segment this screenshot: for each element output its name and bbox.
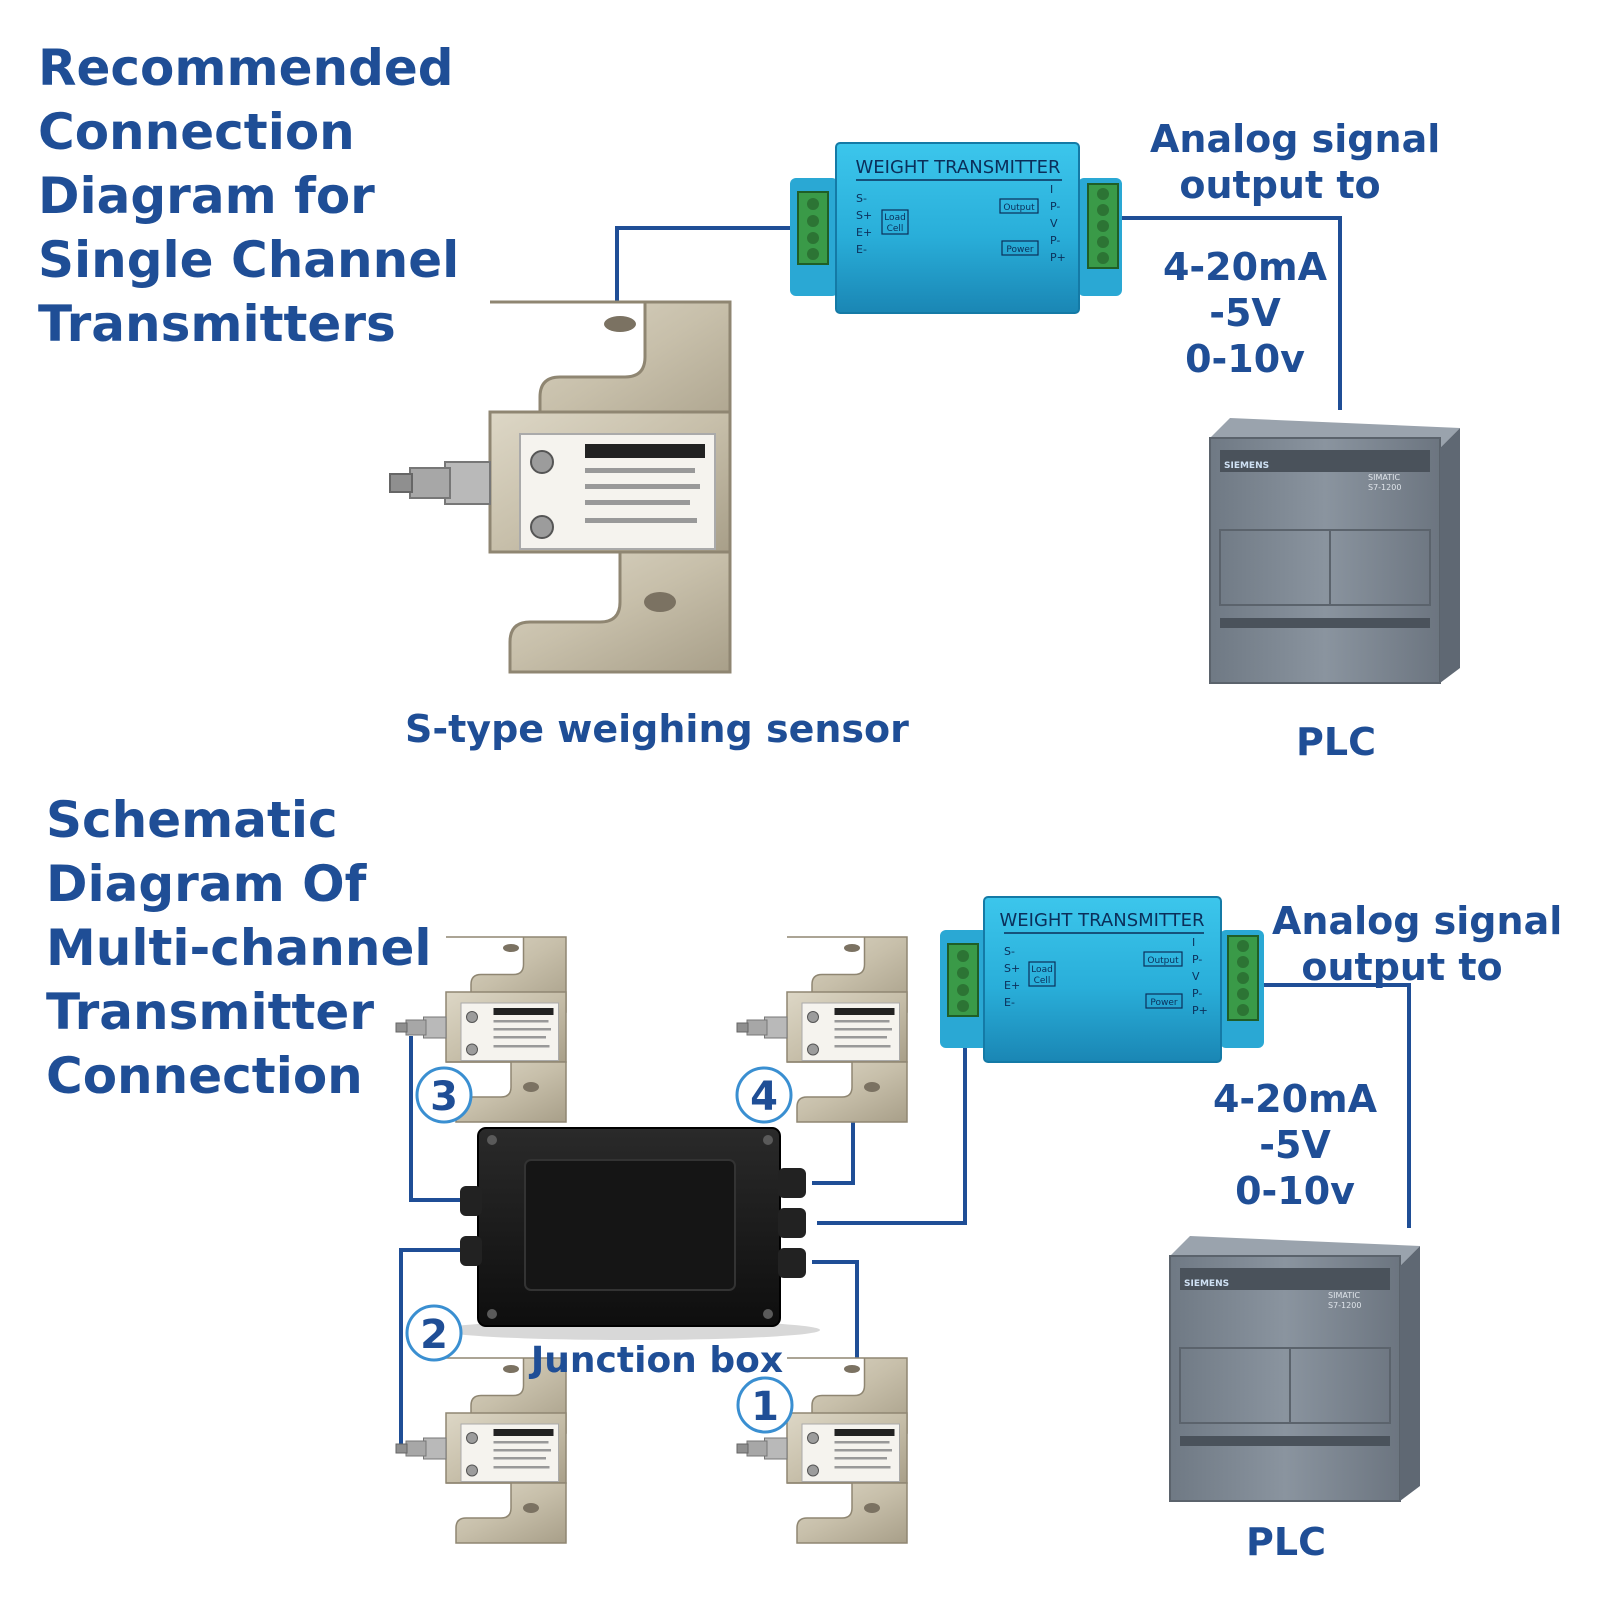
pin-label: I: [1050, 183, 1053, 196]
transmitter-title: WEIGHT TRANSMITTER: [999, 910, 1204, 931]
power-group-label: Power: [1006, 245, 1034, 255]
sensor-1-wire: [812, 1260, 859, 1358]
multi-transmitter-to-plc-wire: [1262, 983, 1411, 1228]
pin-label: E-: [856, 243, 867, 256]
multi-ranges: 4-20mA -5V 0-10v: [1210, 1076, 1380, 1214]
single-heading: Recommended Connection Diagram for Singl…: [38, 36, 459, 356]
load-cell-label: Load: [884, 213, 906, 223]
multi-heading-line: Schematic: [46, 791, 338, 849]
signal-label-line: output to: [1179, 163, 1381, 207]
sensor-2-wire: [399, 1248, 462, 1445]
pin-label: P+: [1050, 251, 1066, 264]
single-heading-line: Single Channel: [38, 231, 460, 289]
load-cell-label: Cell: [1034, 976, 1051, 986]
signal-label-line: output to: [1301, 945, 1503, 989]
junction-box: [440, 1127, 820, 1340]
range-line: 4-20mA: [1162, 245, 1328, 289]
load-cell-label: Load: [1031, 965, 1053, 975]
pin-label: P-: [1192, 953, 1202, 966]
pin-label: P+: [1192, 1004, 1208, 1017]
range-line: 0-10v: [1235, 1169, 1355, 1213]
badge-4: [735, 1066, 793, 1124]
pin-label: S-: [1004, 945, 1015, 958]
pin-label: E+: [856, 226, 872, 239]
pin-label: P-: [1050, 234, 1060, 247]
multi-plc-label: PLC: [1246, 1520, 1326, 1564]
transmitter-title: WEIGHT TRANSMITTER: [855, 157, 1060, 178]
badge-1: [736, 1376, 794, 1434]
single-heading-line: Connection: [38, 103, 355, 161]
power-group-label: Power: [1150, 998, 1178, 1008]
single-load-cell: [388, 300, 732, 674]
pin-label: E-: [1004, 996, 1015, 1009]
multi-heading-line: Transmitter: [46, 983, 374, 1041]
pin-label: V: [1192, 970, 1200, 983]
pin-label: S-: [856, 192, 867, 205]
range-line: 0-10v: [1185, 337, 1305, 381]
single-plc-label: PLC: [1296, 720, 1376, 764]
single-wires: [615, 216, 1342, 410]
badge-4-number: 4: [750, 1074, 778, 1120]
single-heading-line: Recommended: [38, 39, 454, 97]
multi-heading-line: Multi-channel: [46, 919, 432, 977]
multi-plc: SIEMENS SIMATIC S7-1200: [1169, 1235, 1421, 1502]
output-group-label: Output: [1003, 203, 1035, 213]
plc-brand: SIEMENS: [1184, 1279, 1229, 1289]
range-line: -5V: [1209, 291, 1281, 335]
load-cell-2: [395, 1357, 567, 1544]
single-ranges: 4-20mA -5V 0-10v: [1160, 244, 1330, 382]
multi-weight-transmitter: WEIGHT TRANSMITTER S- S+ E+ E- Load Cell…: [940, 896, 1264, 1063]
badge-3: [415, 1066, 473, 1124]
badge-1-number: 1: [751, 1384, 779, 1430]
single-weight-transmitter: WEIGHT TRANSMITTER S- S+ E+ E- Load Cell…: [790, 142, 1122, 314]
plc-model: S7-1200: [1368, 483, 1401, 492]
multi-heading: Schematic Diagram Of Multi-channel Trans…: [46, 788, 432, 1108]
pin-label: E+: [1004, 979, 1020, 992]
pin-label: S+: [856, 209, 872, 222]
junction-to-transmitter-wire: [817, 1045, 967, 1225]
single-signal-label: Analog signal output to: [1150, 116, 1441, 208]
sensor-3-wire: [409, 1036, 462, 1202]
output-group-label: Output: [1147, 956, 1179, 966]
range-line: -5V: [1259, 1123, 1331, 1167]
load-cell-label: Cell: [887, 224, 904, 234]
multi-heading-line: Connection: [46, 1047, 363, 1105]
range-line: 4-20mA: [1212, 1077, 1378, 1121]
single-heading-line: Transmitters: [38, 295, 396, 353]
pin-label: V: [1050, 217, 1058, 230]
multi-signal-label: Analog signal output to: [1272, 898, 1563, 990]
badge-3-number: 3: [430, 1074, 458, 1120]
plc-brand: SIEMENS: [1224, 461, 1269, 471]
junction-box-label: Junction box: [528, 1340, 783, 1381]
pin-label: P-: [1050, 200, 1060, 213]
pin-label: P-: [1192, 987, 1202, 1000]
sensor-4-wire: [812, 1100, 855, 1185]
multi-heading-line: Diagram Of: [46, 855, 367, 913]
plc-model: S7-1200: [1328, 1301, 1361, 1310]
badge-2-number: 2: [420, 1312, 448, 1358]
signal-label-line: Analog signal: [1272, 899, 1563, 943]
plc-model: SIMATIC: [1328, 1291, 1360, 1300]
signal-label-line: Analog signal: [1150, 117, 1441, 161]
multi-wires: [399, 983, 1411, 1445]
single-heading-line: Diagram for: [38, 167, 375, 225]
sensor-to-transmitter-wire: [615, 226, 790, 302]
single-plc: SIEMENS SIMATIC S7-1200: [1209, 417, 1461, 684]
sensor-label: S-type weighing sensor: [405, 707, 909, 751]
pin-label: S+: [1004, 962, 1020, 975]
pin-label: I: [1192, 936, 1195, 949]
badge-2: [405, 1304, 463, 1362]
channel-badges: 3 4 2 1: [405, 1066, 794, 1434]
transmitter-to-plc-wire: [1122, 216, 1342, 410]
plc-model: SIMATIC: [1368, 473, 1400, 482]
